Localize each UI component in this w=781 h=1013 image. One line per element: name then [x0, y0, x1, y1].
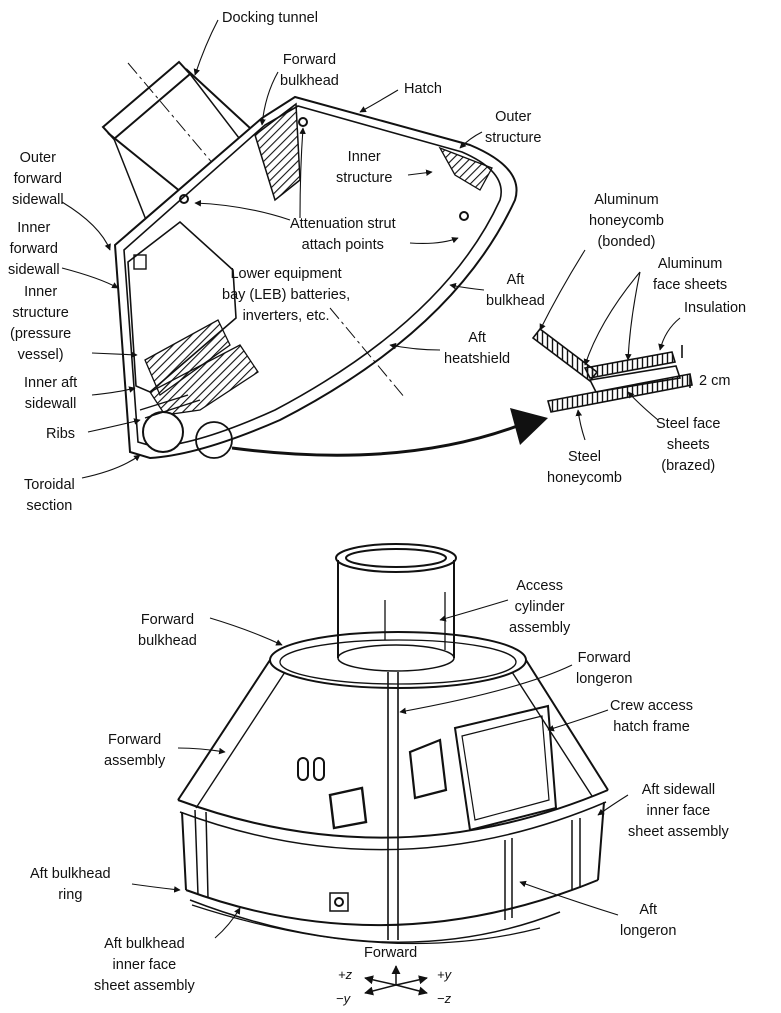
leb-box: [133, 254, 147, 270]
toroidal-section: [142, 411, 184, 453]
label-steel-face-sheets: Steel face sheets (brazed): [656, 416, 721, 474]
aft-longeron-3: [194, 809, 209, 899]
strut-attach-point-1: [179, 194, 189, 204]
label-aft-heatshield: Aft heatshield: [444, 330, 511, 367]
label-hatch: Hatch: [404, 81, 442, 97]
label-docking-tunnel: Docking tunnel: [222, 10, 318, 26]
docking-tunnel: [101, 60, 291, 256]
label-forward-bulkhead-top: Forward bulkhead: [280, 52, 339, 89]
steel-honeycomb-panel: [547, 373, 693, 413]
aft-longeron-2: [571, 818, 581, 890]
strut-attach-point-3: [459, 211, 469, 221]
axis-indicator: [364, 965, 428, 996]
access-cylinder: [335, 543, 457, 672]
hatch-window-left: [297, 757, 309, 781]
aluminum-face-sheet-panel: [583, 351, 677, 379]
sandwich-detail: [531, 327, 693, 413]
label-aft-sidewall-inner: Aft sidewall inner face sheet assembly: [628, 782, 729, 840]
axis-label-minus-y: −y: [336, 991, 351, 1006]
aft-longeron-1: [504, 838, 513, 920]
axis-label-minus-z: −z: [437, 991, 452, 1006]
label-aft-longeron: Aft longeron: [620, 902, 677, 939]
forward-longeron: [387, 672, 399, 940]
label-outer-structure: Outer structure: [485, 109, 542, 146]
label-aluminum-honeycomb: Aluminum honeycomb (bonded): [589, 192, 664, 250]
assembly-drawing: [177, 543, 609, 945]
aft-bulkhead-ring: [185, 879, 599, 927]
label-forward-bulkhead-bottom: Forward bulkhead: [138, 612, 197, 649]
side-window: [328, 786, 368, 830]
label-aft-bulkhead: Aft bulkhead: [486, 272, 545, 309]
inner-shell: [123, 105, 502, 448]
hatch-window-right: [313, 757, 325, 781]
axis-label-plus-y: +y: [437, 967, 452, 982]
crew-access-hatch-frame: [453, 704, 558, 832]
label-insulation: Insulation: [684, 300, 747, 316]
label-forward-longeron: Forward longeron: [576, 650, 633, 687]
label-forward-assembly: Forward assembly: [104, 732, 166, 769]
cross-section-drawing: [101, 60, 518, 460]
label-steel-honeycomb: Steel honeycomb: [547, 449, 622, 486]
label-crew-access-hatch: Crew access hatch frame: [610, 698, 693, 735]
label-inner-aft-sidewall: Inner aft sidewall: [24, 375, 78, 412]
leb-hatched: [144, 319, 231, 396]
strut-attach-point-2: [298, 117, 308, 127]
detail-circle: [195, 421, 233, 459]
outer-structure-corner: [438, 146, 493, 191]
pressure-vessel-wall: [127, 220, 237, 393]
label-attenuation-strut: Attenuation strut attach points: [290, 216, 396, 253]
label-aft-bulkhead-inner: Aft bulkhead inner face sheet assembly: [94, 936, 195, 994]
label-access-cylinder: Access cylinder assembly: [509, 578, 571, 636]
label-ribs: Ribs: [46, 426, 76, 442]
label-dimension: 2 cm: [699, 373, 731, 389]
axis-title-forward: Forward: [364, 945, 418, 961]
detail-pointer-arrow: [231, 423, 521, 457]
leader-lines: [61, 19, 681, 939]
label-outer-forward-sidewall: Outer forward sidewall: [12, 150, 64, 208]
label-aft-bulkhead-ring: Aft bulkhead ring: [30, 866, 111, 903]
label-toroidal-section: Toroidal section: [24, 477, 75, 514]
aft-fitting: [329, 892, 349, 912]
label-inner-structure-pressure: Inner structure (pressure vessel): [10, 284, 72, 363]
hatch-port: [408, 738, 448, 800]
label-inner-forward-sidewall: Inner forward sidewall: [8, 220, 60, 278]
label-inner-structure: Inner structure: [336, 149, 393, 186]
label-aluminum-face-sheets: Aluminum face sheets: [653, 256, 728, 293]
axis-label-plus-z: +z: [338, 967, 353, 982]
mid-ring: [177, 789, 609, 839]
label-lower-equipment-bay: Lower equipment bay (LEB) batteries, inv…: [222, 266, 351, 324]
conical-sidewall: [177, 659, 609, 801]
